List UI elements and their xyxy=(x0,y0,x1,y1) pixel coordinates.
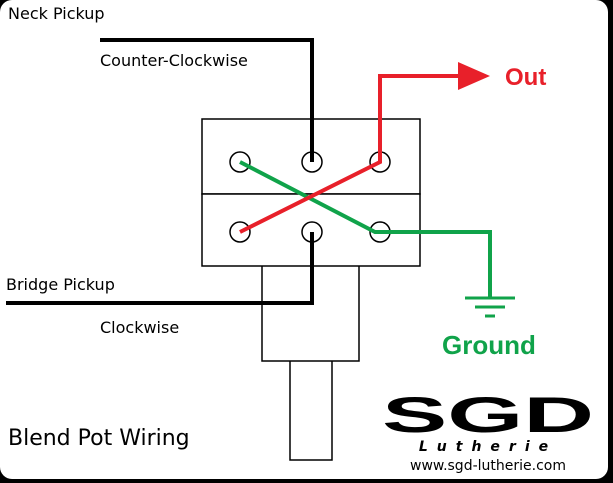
output-arrow-head xyxy=(458,62,490,90)
output-wire xyxy=(239,74,463,234)
clockwise-label: Clockwise xyxy=(100,318,179,337)
pot-bushing xyxy=(261,264,360,362)
counter-clockwise-label: Counter-Clockwise xyxy=(100,51,248,70)
logo-letters: SGD xyxy=(382,387,594,443)
neck-pickup-label: Neck Pickup xyxy=(8,4,105,23)
bridge-pickup-wire xyxy=(6,232,314,305)
neck-pickup-wire xyxy=(100,38,314,162)
ground-label: Ground xyxy=(442,330,536,360)
logo-url-text: www.sgd-lutherie.com xyxy=(410,458,566,474)
sgd-lutherie-logo: SGD Lutherie www.sgd-lutherie.com xyxy=(382,387,594,474)
diagram-title: Blend Pot Wiring xyxy=(8,426,190,451)
logo-lutherie-text: Lutherie xyxy=(419,439,557,455)
pot-shaft xyxy=(289,359,333,461)
out-label: Out xyxy=(505,64,546,91)
bridge-pickup-label: Bridge Pickup xyxy=(6,275,115,294)
